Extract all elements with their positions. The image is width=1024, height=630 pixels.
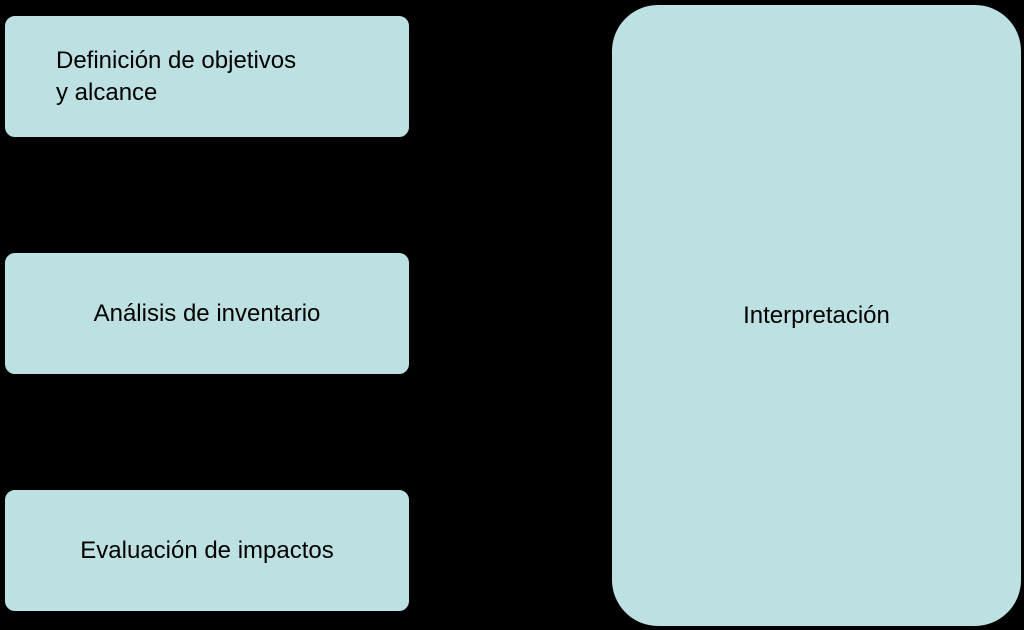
analisis-inventario-box: Análisis de inventario	[3, 251, 411, 376]
definicion-objetivos-box: Definición de objetivos y alcance	[3, 14, 411, 139]
interpretacion-box: Interpretación	[610, 3, 1023, 628]
definicion-objetivos-label: Definición de objetivos y alcance	[56, 47, 297, 106]
evaluacion-impactos-box: Evaluación de impactos	[3, 488, 411, 613]
evaluacion-impactos-label: Evaluación de impactos	[80, 536, 334, 564]
analisis-inventario-label: Análisis de inventario	[93, 299, 321, 327]
interpretacion-label: Interpretación	[743, 301, 890, 329]
